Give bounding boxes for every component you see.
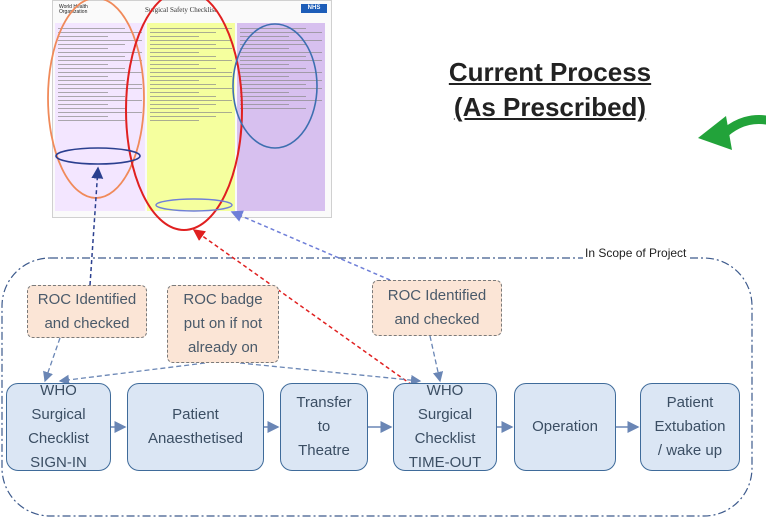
callout-roc-identified-sign-in: ROC Identified and checked (27, 285, 147, 338)
checklist-column-sign-in (55, 23, 145, 211)
step-text: Transfer (296, 394, 352, 411)
title-line-2: (As Prescribed) (453, 92, 647, 122)
curved-back-arrow-icon (698, 115, 766, 150)
sign-out-highlight-ellipse (232, 23, 318, 149)
page-title: Current Process (As Prescribed) (420, 55, 680, 125)
nhs-logo-icon: NHS (301, 4, 327, 13)
checklist-column-sign-out (237, 23, 325, 211)
callout2-pointer-right (239, 362, 422, 386)
process-step-sign-in: WHO Surgical Checklist SIGN-IN (6, 382, 111, 471)
who-logo-icon: World Health Organization (59, 5, 99, 15)
step-text: WHO (426, 382, 464, 399)
time-out-link-arrow (192, 229, 413, 386)
callout-text: ROC Identified (37, 290, 137, 308)
process-step-operation: Operation (514, 383, 616, 471)
step-text: SIGN-IN (30, 454, 87, 471)
step-text: to (317, 418, 331, 435)
time-out-roc-link-arrow (230, 210, 391, 281)
step-text: Extubation (654, 418, 726, 435)
who-org-text: World Health Organization (59, 4, 88, 15)
time-out-highlight-ellipse (125, 0, 243, 231)
step-text: WHO (40, 382, 77, 399)
checklist-column-time-out (147, 23, 235, 211)
callout-roc-badge: ROC badge put on if not already on (167, 285, 279, 363)
callout-text: and checked (394, 311, 480, 328)
callout-text: and checked (44, 314, 130, 332)
callout-text: already on (187, 339, 259, 356)
scope-label: In Scope of Project (583, 246, 689, 260)
callout3-pointer (429, 335, 444, 383)
sign-in-highlight-ellipse (47, 0, 145, 199)
roc-time-out-ellipse (155, 198, 233, 212)
callout-text: ROC badge (183, 291, 263, 308)
surgical-safety-checklist-image: World Health Organization Surgical Safet… (52, 0, 332, 218)
process-step-extubation: Patient Extubation / wake up (640, 383, 740, 471)
step-text: Surgical (31, 406, 86, 423)
step-text: Patient (172, 406, 219, 423)
step-text: Patient (666, 394, 714, 411)
callout-text: put on if not (183, 315, 263, 332)
process-step-anaesthetised: Patient Anaesthetised (127, 383, 264, 471)
callout-roc-identified-time-out: ROC Identified and checked (372, 280, 502, 336)
roc-sign-in-ellipse (55, 147, 141, 165)
process-step-time-out: WHO Surgical Checklist TIME-OUT (393, 382, 497, 471)
step-text: Checklist (28, 430, 89, 447)
step-text: Surgical (417, 406, 473, 423)
step-text: Checklist (414, 430, 476, 447)
step-text: / wake up (657, 442, 723, 459)
sign-in-roc-link-arrow (89, 166, 104, 286)
checklist-header: World Health Organization Surgical Safet… (53, 1, 331, 23)
checklist-title: Surgical Safety Checklist (145, 6, 217, 14)
callout-text: ROC Identified (387, 287, 487, 304)
callout1-pointer (43, 337, 61, 383)
step-text: Operation (532, 418, 598, 435)
title-line-1: Current Process (448, 57, 652, 87)
process-step-transfer: Transfer to Theatre (280, 383, 368, 471)
step-text: TIME-OUT (408, 454, 482, 471)
project-scope-border (1, 257, 753, 517)
callout2-pointer-left (58, 362, 206, 386)
step-text: Anaesthetised (147, 430, 244, 447)
step-text: Theatre (298, 442, 350, 459)
